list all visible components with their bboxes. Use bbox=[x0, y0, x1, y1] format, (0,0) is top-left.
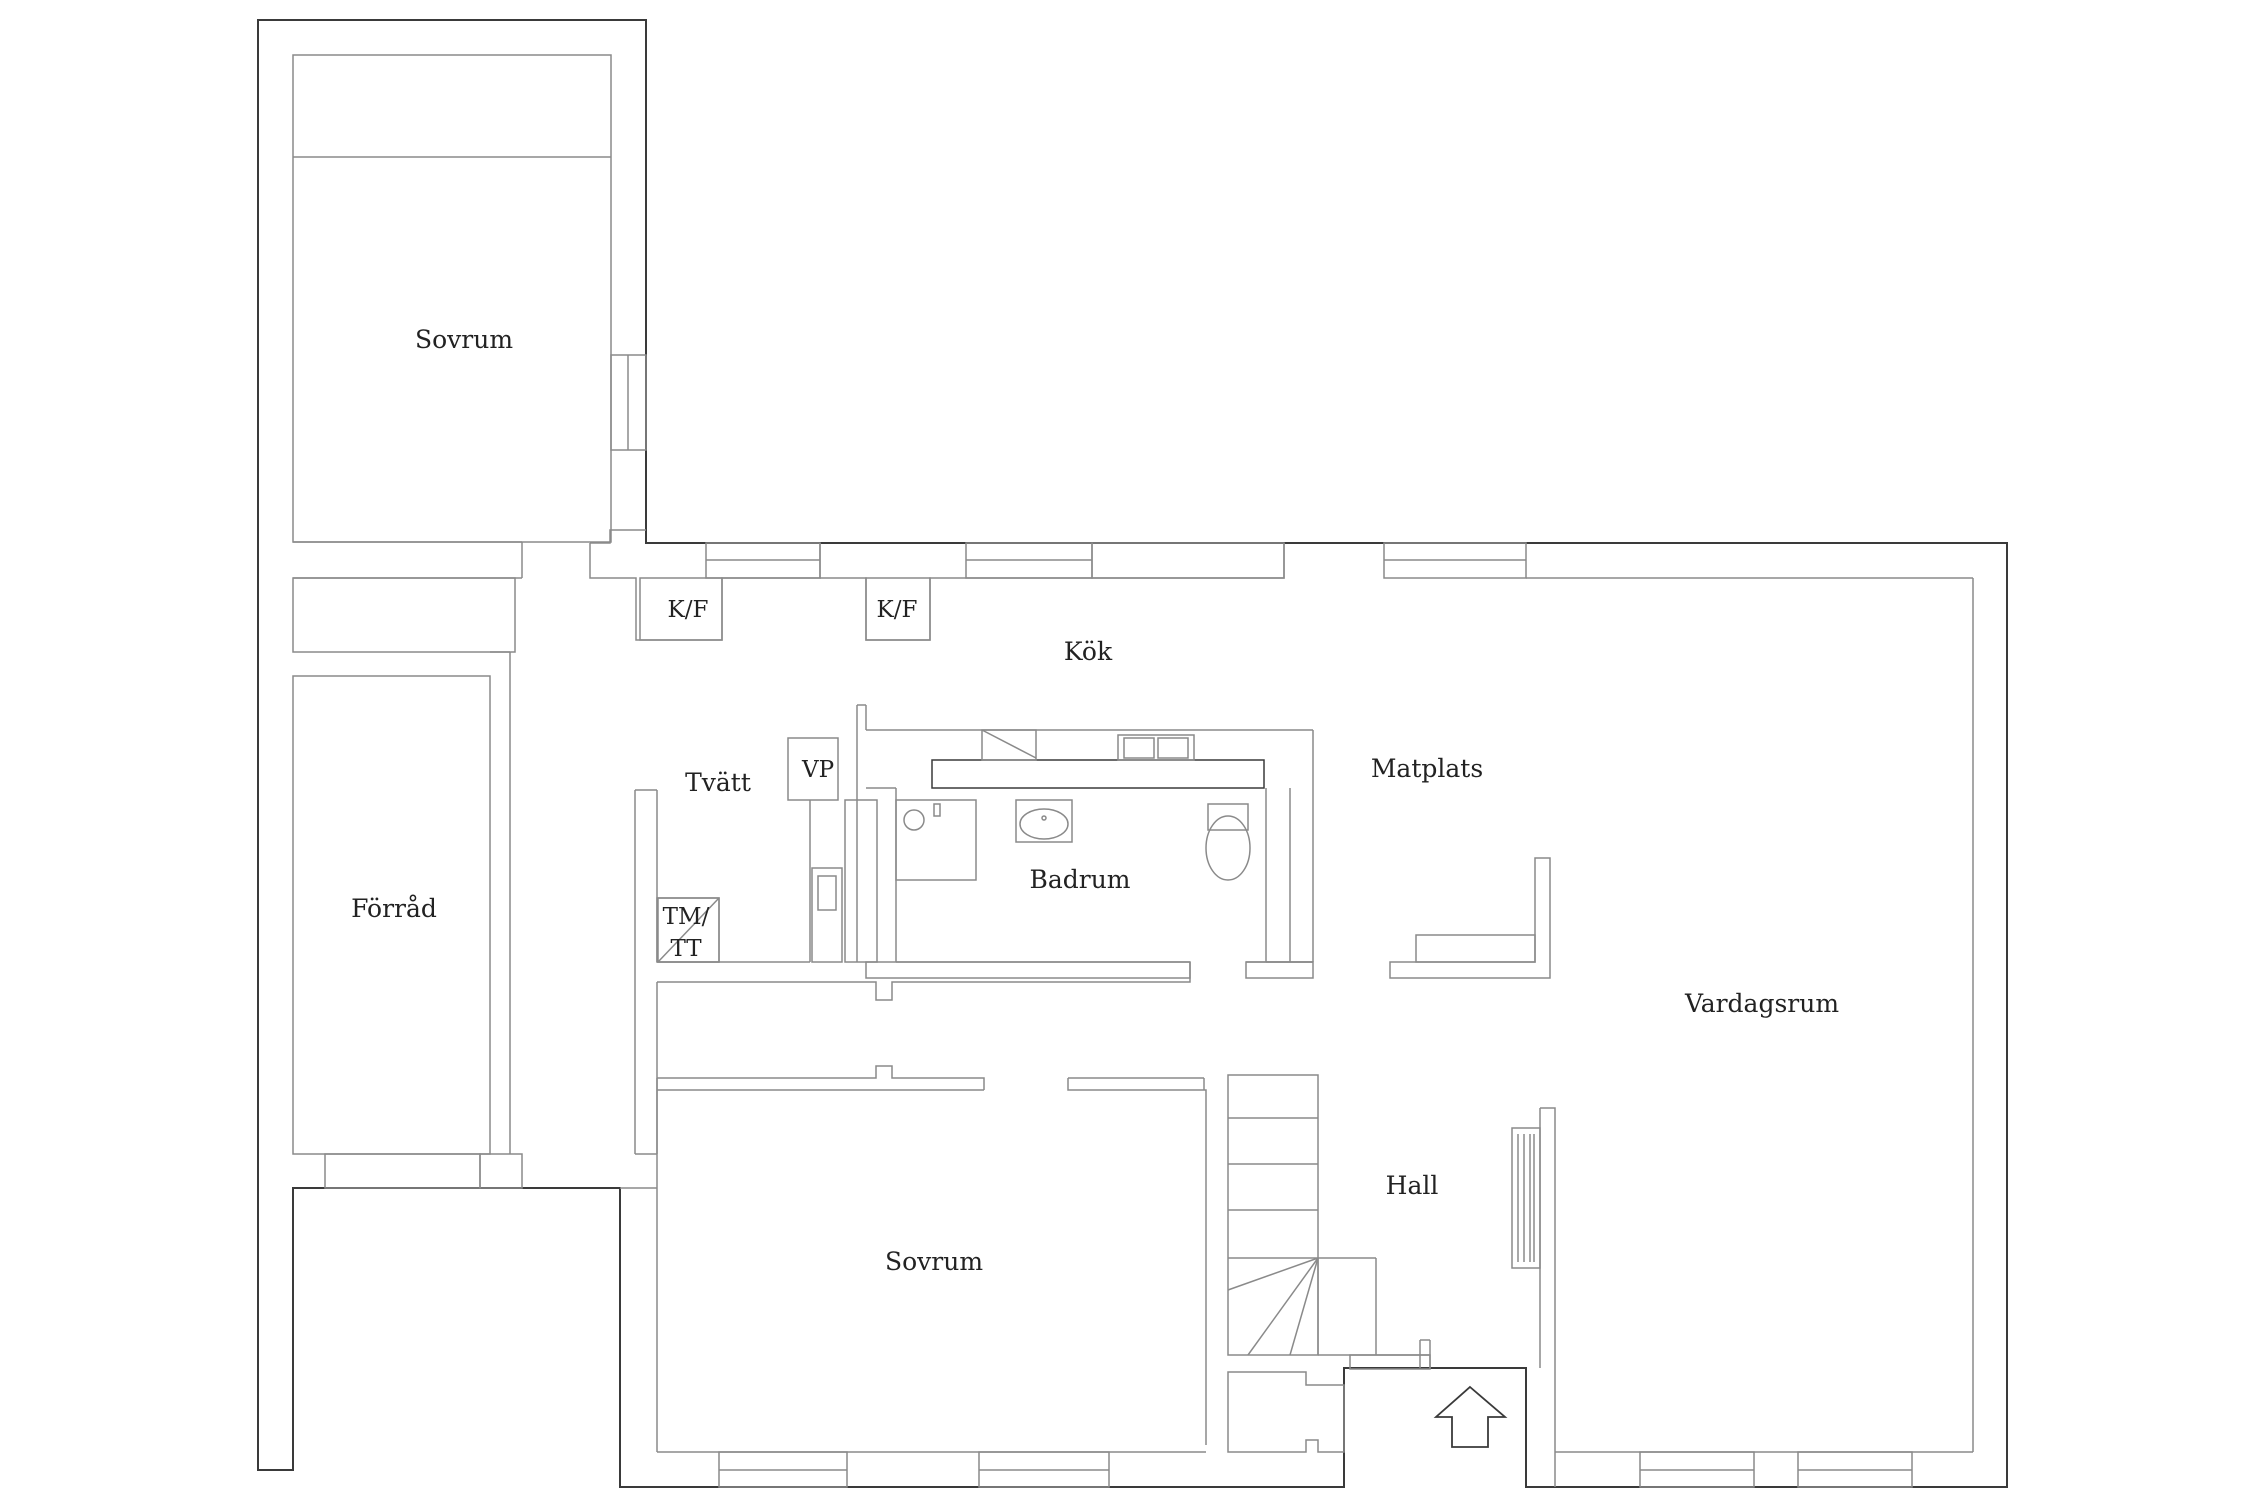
forrad-walls bbox=[292, 651, 523, 1189]
room-label-kok: Kök bbox=[1064, 637, 1113, 666]
staircase bbox=[1227, 1074, 1431, 1370]
fixture-label-vp: VP bbox=[801, 757, 834, 783]
tmtt-box bbox=[656, 897, 720, 963]
hall-radiator bbox=[1511, 1107, 1556, 1487]
sovrum-top-walls bbox=[292, 54, 647, 579]
room-label-sovrum-top: Sovrum bbox=[415, 325, 513, 354]
sovrum-bottom-walls bbox=[620, 1090, 1206, 1488]
room-label-vardagsrum: Vardagsrum bbox=[1684, 989, 1839, 1018]
entrance-storage bbox=[1227, 1371, 1345, 1453]
kitchen-walls bbox=[589, 529, 1974, 1452]
fixture-label-kf-right: K/F bbox=[877, 597, 918, 623]
matplats-walls bbox=[1389, 857, 1551, 979]
fixture-label-tm: TM/ bbox=[663, 904, 710, 930]
kf-right-box bbox=[865, 577, 931, 641]
room-label-tvatt: Tvätt bbox=[685, 768, 751, 797]
room-label-sovrum-bottom: Sovrum bbox=[885, 1247, 983, 1276]
fixture-label-kf-left: K/F bbox=[668, 597, 709, 623]
room-label-forrad: Förråd bbox=[351, 894, 437, 923]
corridor-walls bbox=[292, 577, 516, 653]
room-label-hall: Hall bbox=[1386, 1171, 1439, 1200]
hall-walls bbox=[656, 962, 1207, 1445]
bathroom-fixtures bbox=[903, 799, 1251, 881]
fixture-label-tt: TT bbox=[670, 936, 702, 962]
vardagsrum-windows bbox=[1555, 1451, 1973, 1488]
room-label-badrum: Badrum bbox=[1029, 865, 1130, 894]
entrance-arrow-icon bbox=[1433, 1385, 1508, 1448]
kf-left-box bbox=[639, 577, 723, 641]
outer-wall bbox=[257, 19, 2008, 1488]
room-label-matplats: Matplats bbox=[1371, 754, 1483, 783]
